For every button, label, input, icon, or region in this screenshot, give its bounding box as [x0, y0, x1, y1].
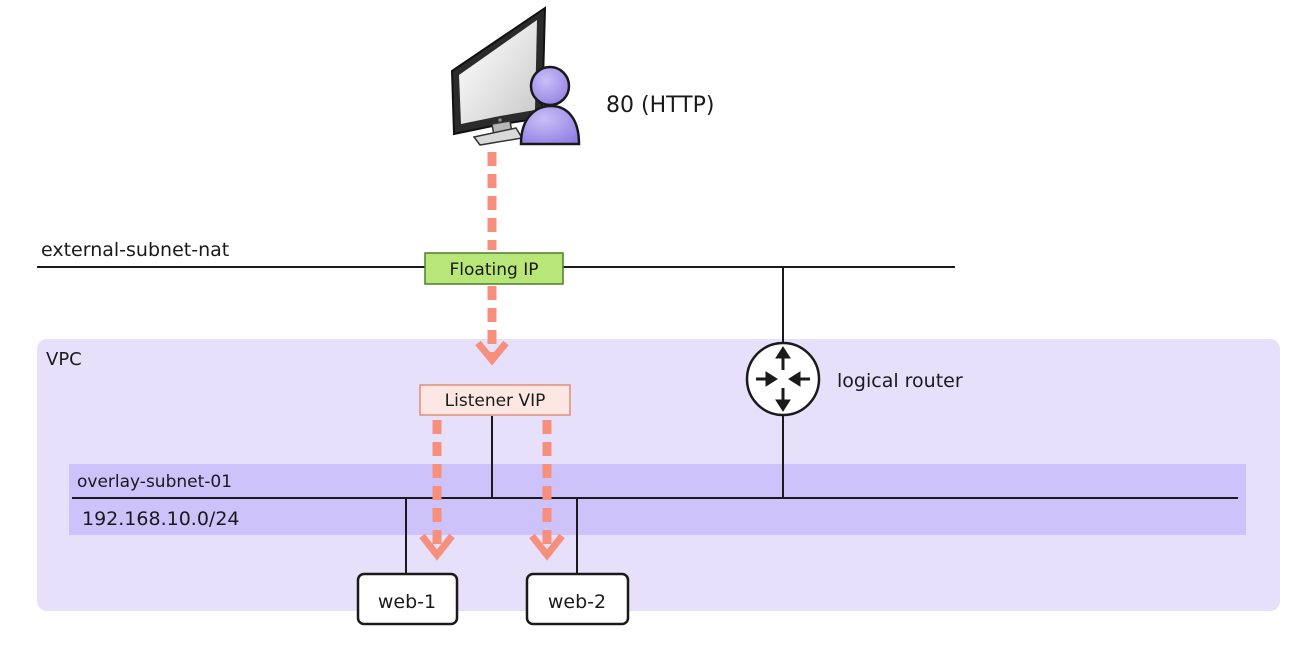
- web-2-box: [525, 572, 630, 626]
- user-icon: [519, 65, 581, 146]
- listener-vip-box: [419, 384, 571, 416]
- subnet-cidr-label: 192.168.10.0/24: [82, 508, 240, 530]
- external-network-label: external-subnet-nat: [41, 239, 229, 261]
- router-icon: [745, 341, 821, 417]
- vpc-label: VPC: [46, 349, 82, 370]
- web-2-label: web-2: [548, 591, 606, 613]
- floating-ip-label: Floating IP: [450, 260, 539, 280]
- web-1-box: [356, 572, 459, 626]
- port-label: 80 (HTTP): [606, 93, 714, 118]
- computer-icon: [450, 6, 547, 146]
- floating-ip-box: [424, 252, 564, 285]
- listener-vip-label: Listener VIP: [445, 391, 546, 411]
- flow-arrowhead-listener: [475, 340, 509, 366]
- flow-arrowhead-web-1: [419, 533, 455, 561]
- overlay-subnet-band: [69, 464, 1246, 535]
- subnet-name-label: overlay-subnet-01: [77, 472, 232, 492]
- flow-arrowhead-web-2: [529, 533, 565, 561]
- router-label: logical router: [837, 370, 963, 392]
- traffic-flow: [419, 152, 565, 561]
- web-1-label: web-1: [378, 591, 436, 613]
